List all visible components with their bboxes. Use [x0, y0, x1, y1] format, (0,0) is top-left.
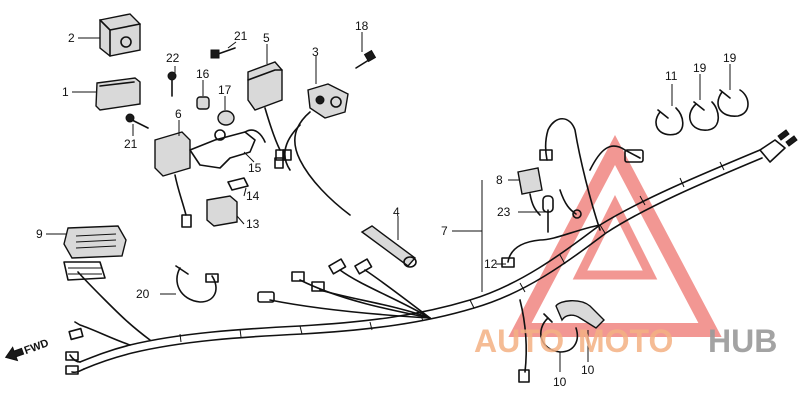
- callout-22: 22: [166, 51, 180, 65]
- part-10-band-right: [555, 300, 605, 329]
- watermark-triangle-logo: [508, 135, 722, 337]
- callout-11: 11: [665, 69, 678, 83]
- callout-8: 8: [496, 173, 503, 187]
- callout-13: 13: [246, 217, 260, 231]
- bolt-21-lower: [125, 113, 149, 129]
- bolt-18: [355, 49, 377, 69]
- callout-10-right: 10: [581, 363, 595, 377]
- fwd-label: FWD: [23, 337, 51, 357]
- callout-6: 6: [175, 107, 182, 121]
- callout-20: 20: [136, 287, 150, 301]
- bolt-21-upper: [210, 47, 236, 59]
- part-1-regulator: [95, 77, 141, 111]
- forward-direction-indicator: FWD: [4, 337, 51, 362]
- bolt-22: [167, 71, 177, 97]
- part-14-connector: [227, 177, 249, 191]
- part-4-terminal-boot: [360, 225, 417, 268]
- part-19-band-a: [688, 101, 720, 131]
- forward-arrow-icon: [4, 346, 25, 362]
- callout-19-left: 19: [693, 61, 707, 75]
- part-13-relay: [206, 195, 238, 227]
- callout-16: 16: [196, 67, 210, 81]
- part-2-relay-unit: [99, 13, 141, 57]
- watermark-text: AUTO MOTO HUB: [474, 323, 777, 359]
- callout-4: 4: [393, 205, 400, 219]
- callout-3: 3: [312, 45, 319, 59]
- main-wire-harness: [65, 117, 798, 383]
- part-15-bracket: [189, 129, 266, 169]
- part-17-cushion: [217, 110, 235, 126]
- part-5-ignition-unit: [247, 61, 285, 161]
- part-8-connector: [517, 167, 543, 216]
- watermark-moto: MOTO: [578, 323, 673, 359]
- callout-21-lower: 21: [124, 137, 138, 151]
- callout-21-upper: 21: [234, 29, 248, 43]
- callout-10-left: 10: [553, 375, 567, 389]
- callout-7: 7: [441, 224, 448, 238]
- callout-5: 5: [263, 31, 270, 45]
- callout-18: 18: [355, 19, 369, 33]
- part-20-band: [175, 265, 219, 303]
- callout-2: 2: [68, 31, 75, 45]
- callout-9: 9: [36, 227, 43, 241]
- callout-labels: 2 1 3 4 5 6 7 8 9 10 10 11 12 13 14 15 1…: [36, 19, 737, 389]
- watermark-hub: HUB: [708, 323, 777, 359]
- callout-15: 15: [248, 161, 262, 175]
- callout-23: 23: [497, 205, 511, 219]
- part-9-fuse-box: [63, 225, 127, 281]
- part-16-grommet: [196, 96, 210, 110]
- callout-14: 14: [246, 189, 260, 203]
- callout-17: 17: [218, 83, 232, 97]
- callout-leaders: [46, 32, 731, 372]
- part-11-band: [655, 107, 684, 136]
- callout-1: 1: [62, 85, 69, 99]
- callout-12: 12: [484, 257, 498, 271]
- part-19-band-b: [717, 89, 749, 117]
- part-3-ignition-switch: [274, 83, 351, 216]
- callout-19-right: 19: [723, 51, 737, 65]
- watermark-auto: AUTO: [474, 323, 564, 359]
- part-6-control-unit: [154, 131, 192, 228]
